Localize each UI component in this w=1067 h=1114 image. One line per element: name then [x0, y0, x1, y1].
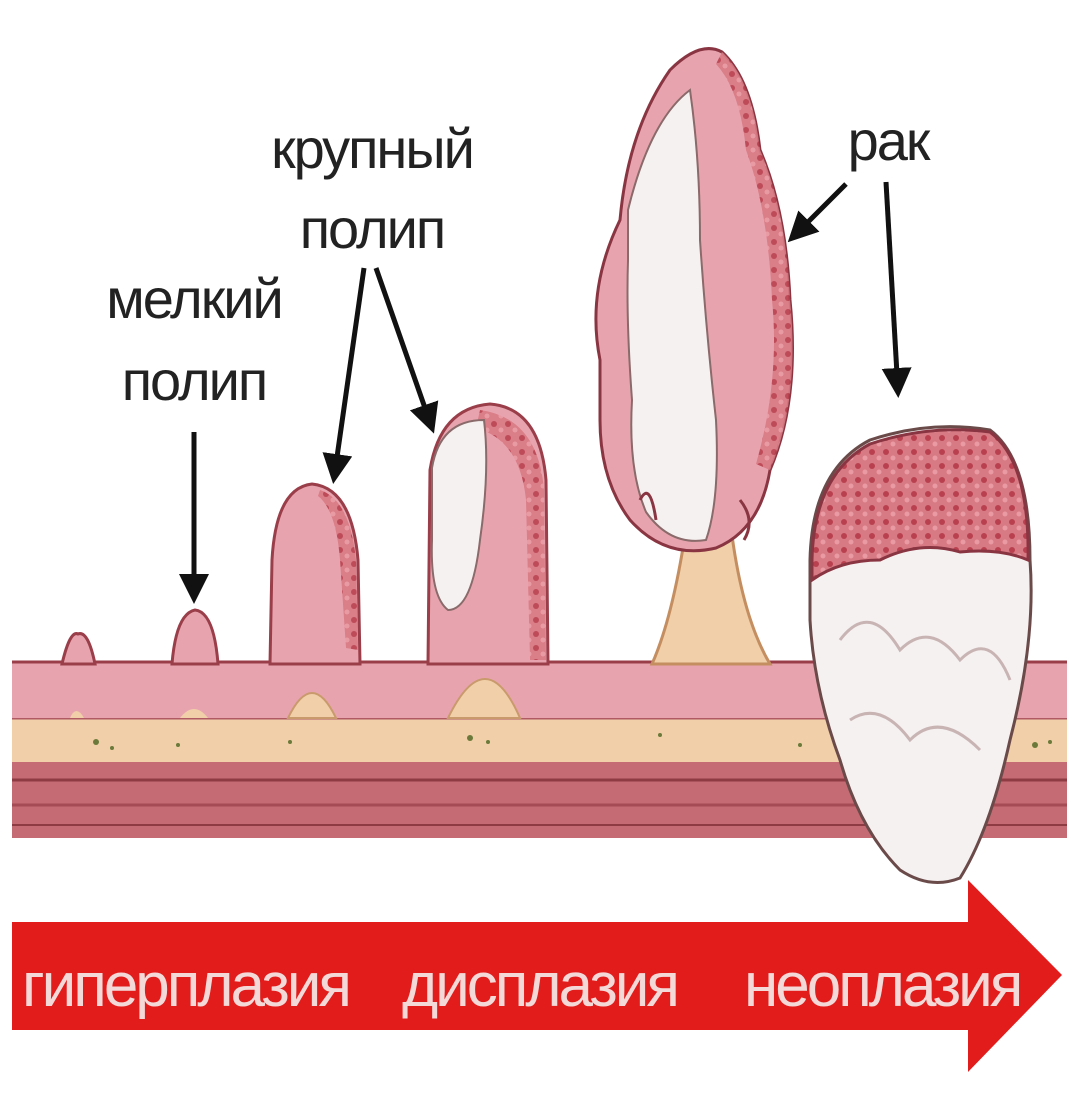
label-cancer: рак [848, 109, 931, 172]
arrow-cancer-polyp [792, 184, 846, 238]
pedunculated-cancer-polyp [596, 49, 793, 664]
stage-neoplasia: неоплазия [744, 951, 1020, 1020]
arrow-large-polyp-2 [376, 268, 432, 428]
label-large-polyp-line2: полип [300, 197, 445, 260]
arrow-large-polyp-1 [334, 268, 364, 478]
labels: мелкий полип крупный полип рак [106, 109, 931, 412]
stage-dysplasia: дисплазия [402, 951, 677, 1020]
label-large-polyp-line1: крупный [271, 117, 473, 180]
arrow-cancer-mass [886, 182, 898, 392]
label-small-polyp-line1: мелкий [106, 267, 282, 330]
stage-hyperplasia: гиперплазия [22, 951, 349, 1020]
progression-arrow: гиперплазия дисплазия неоплазия [12, 880, 1062, 1072]
label-small-polyp-line2: полип [122, 349, 267, 412]
